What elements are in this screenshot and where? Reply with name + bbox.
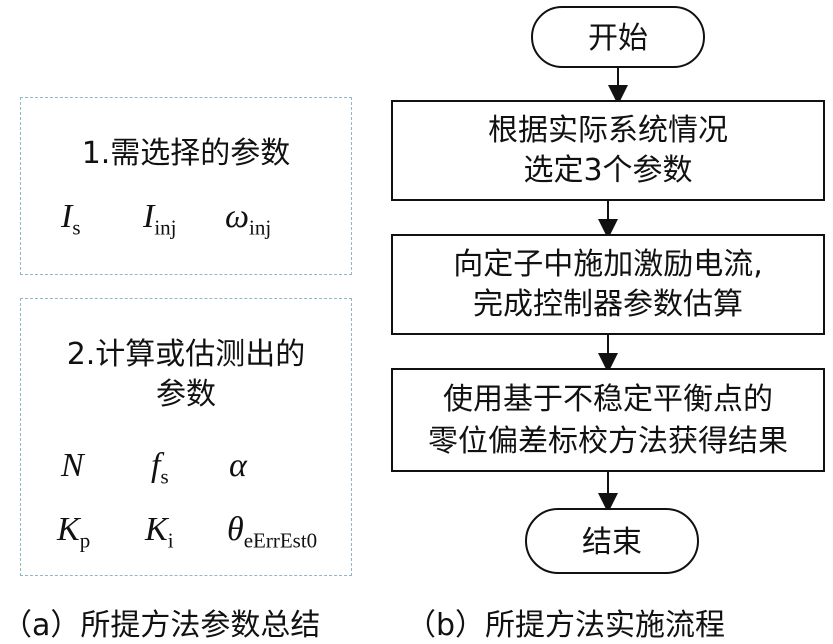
param-fs-sub: s: [160, 464, 169, 489]
step3-line1: 使用基于不稳定平衡点的: [443, 382, 773, 417]
param-Is-sub: s: [72, 215, 81, 240]
param-N-base: N: [61, 447, 84, 484]
caption-a: （a）所提方法参数总结: [2, 608, 321, 643]
param-N: N: [61, 447, 84, 485]
param-Is-base: I: [61, 198, 73, 235]
param-theta-base: θ: [227, 511, 244, 548]
param-Iinj-sub: inj: [154, 215, 177, 240]
param-fs: fs: [151, 447, 169, 489]
param-Kp: Kp: [57, 511, 90, 553]
param-omega-inj-base: ω: [225, 198, 250, 235]
param-omega-inj: ωinj: [225, 198, 271, 240]
param-Ki-sub: i: [167, 528, 174, 553]
end-terminal: [525, 508, 699, 574]
estimated-params-title-line2: 参数: [156, 377, 216, 412]
param-Kp-sub: p: [79, 528, 91, 553]
param-Kp-base: K: [57, 511, 80, 548]
param-Ki: Ki: [145, 511, 174, 553]
step1-box: [391, 100, 825, 201]
step2-box: [391, 234, 825, 335]
estimated-params-box: 2.计算或估测出的 参数 N fs α Kp Ki θeErrEst0: [20, 298, 352, 576]
param-theta: θeErrEst0: [227, 511, 317, 553]
param-Iinj: Iinj: [143, 198, 177, 240]
step3-box: [391, 368, 825, 472]
selected-params-title: 1.需选择的参数: [81, 136, 291, 171]
step1-line1: 根据实际系统情况: [488, 113, 728, 148]
param-Iinj-base: I: [143, 198, 155, 235]
step2-line2: 完成控制器参数估算: [473, 287, 743, 322]
step3-line2: 零位偏差标校方法获得结果: [428, 424, 788, 459]
param-fs-base: f: [151, 447, 161, 484]
param-Ki-base: K: [145, 511, 168, 548]
param-alpha-base: α: [229, 447, 247, 484]
start-label: 开始: [588, 21, 648, 56]
selected-params-box: 1.需选择的参数 Is Iinj ωinj: [20, 97, 352, 275]
end-label: 结束: [582, 525, 642, 560]
step2-line1: 向定子中施加激励电流,: [453, 247, 763, 282]
param-theta-sub: eErrEst0: [243, 528, 318, 553]
caption-b: （b）所提方法实施流程: [406, 608, 726, 643]
step1-line2: 选定3个参数: [523, 153, 692, 188]
param-omega-inj-sub: inj: [249, 215, 272, 240]
param-Is: Is: [61, 198, 81, 240]
estimated-params-title-line1: 2.计算或估测出的: [66, 337, 306, 372]
param-alpha: α: [229, 447, 247, 485]
